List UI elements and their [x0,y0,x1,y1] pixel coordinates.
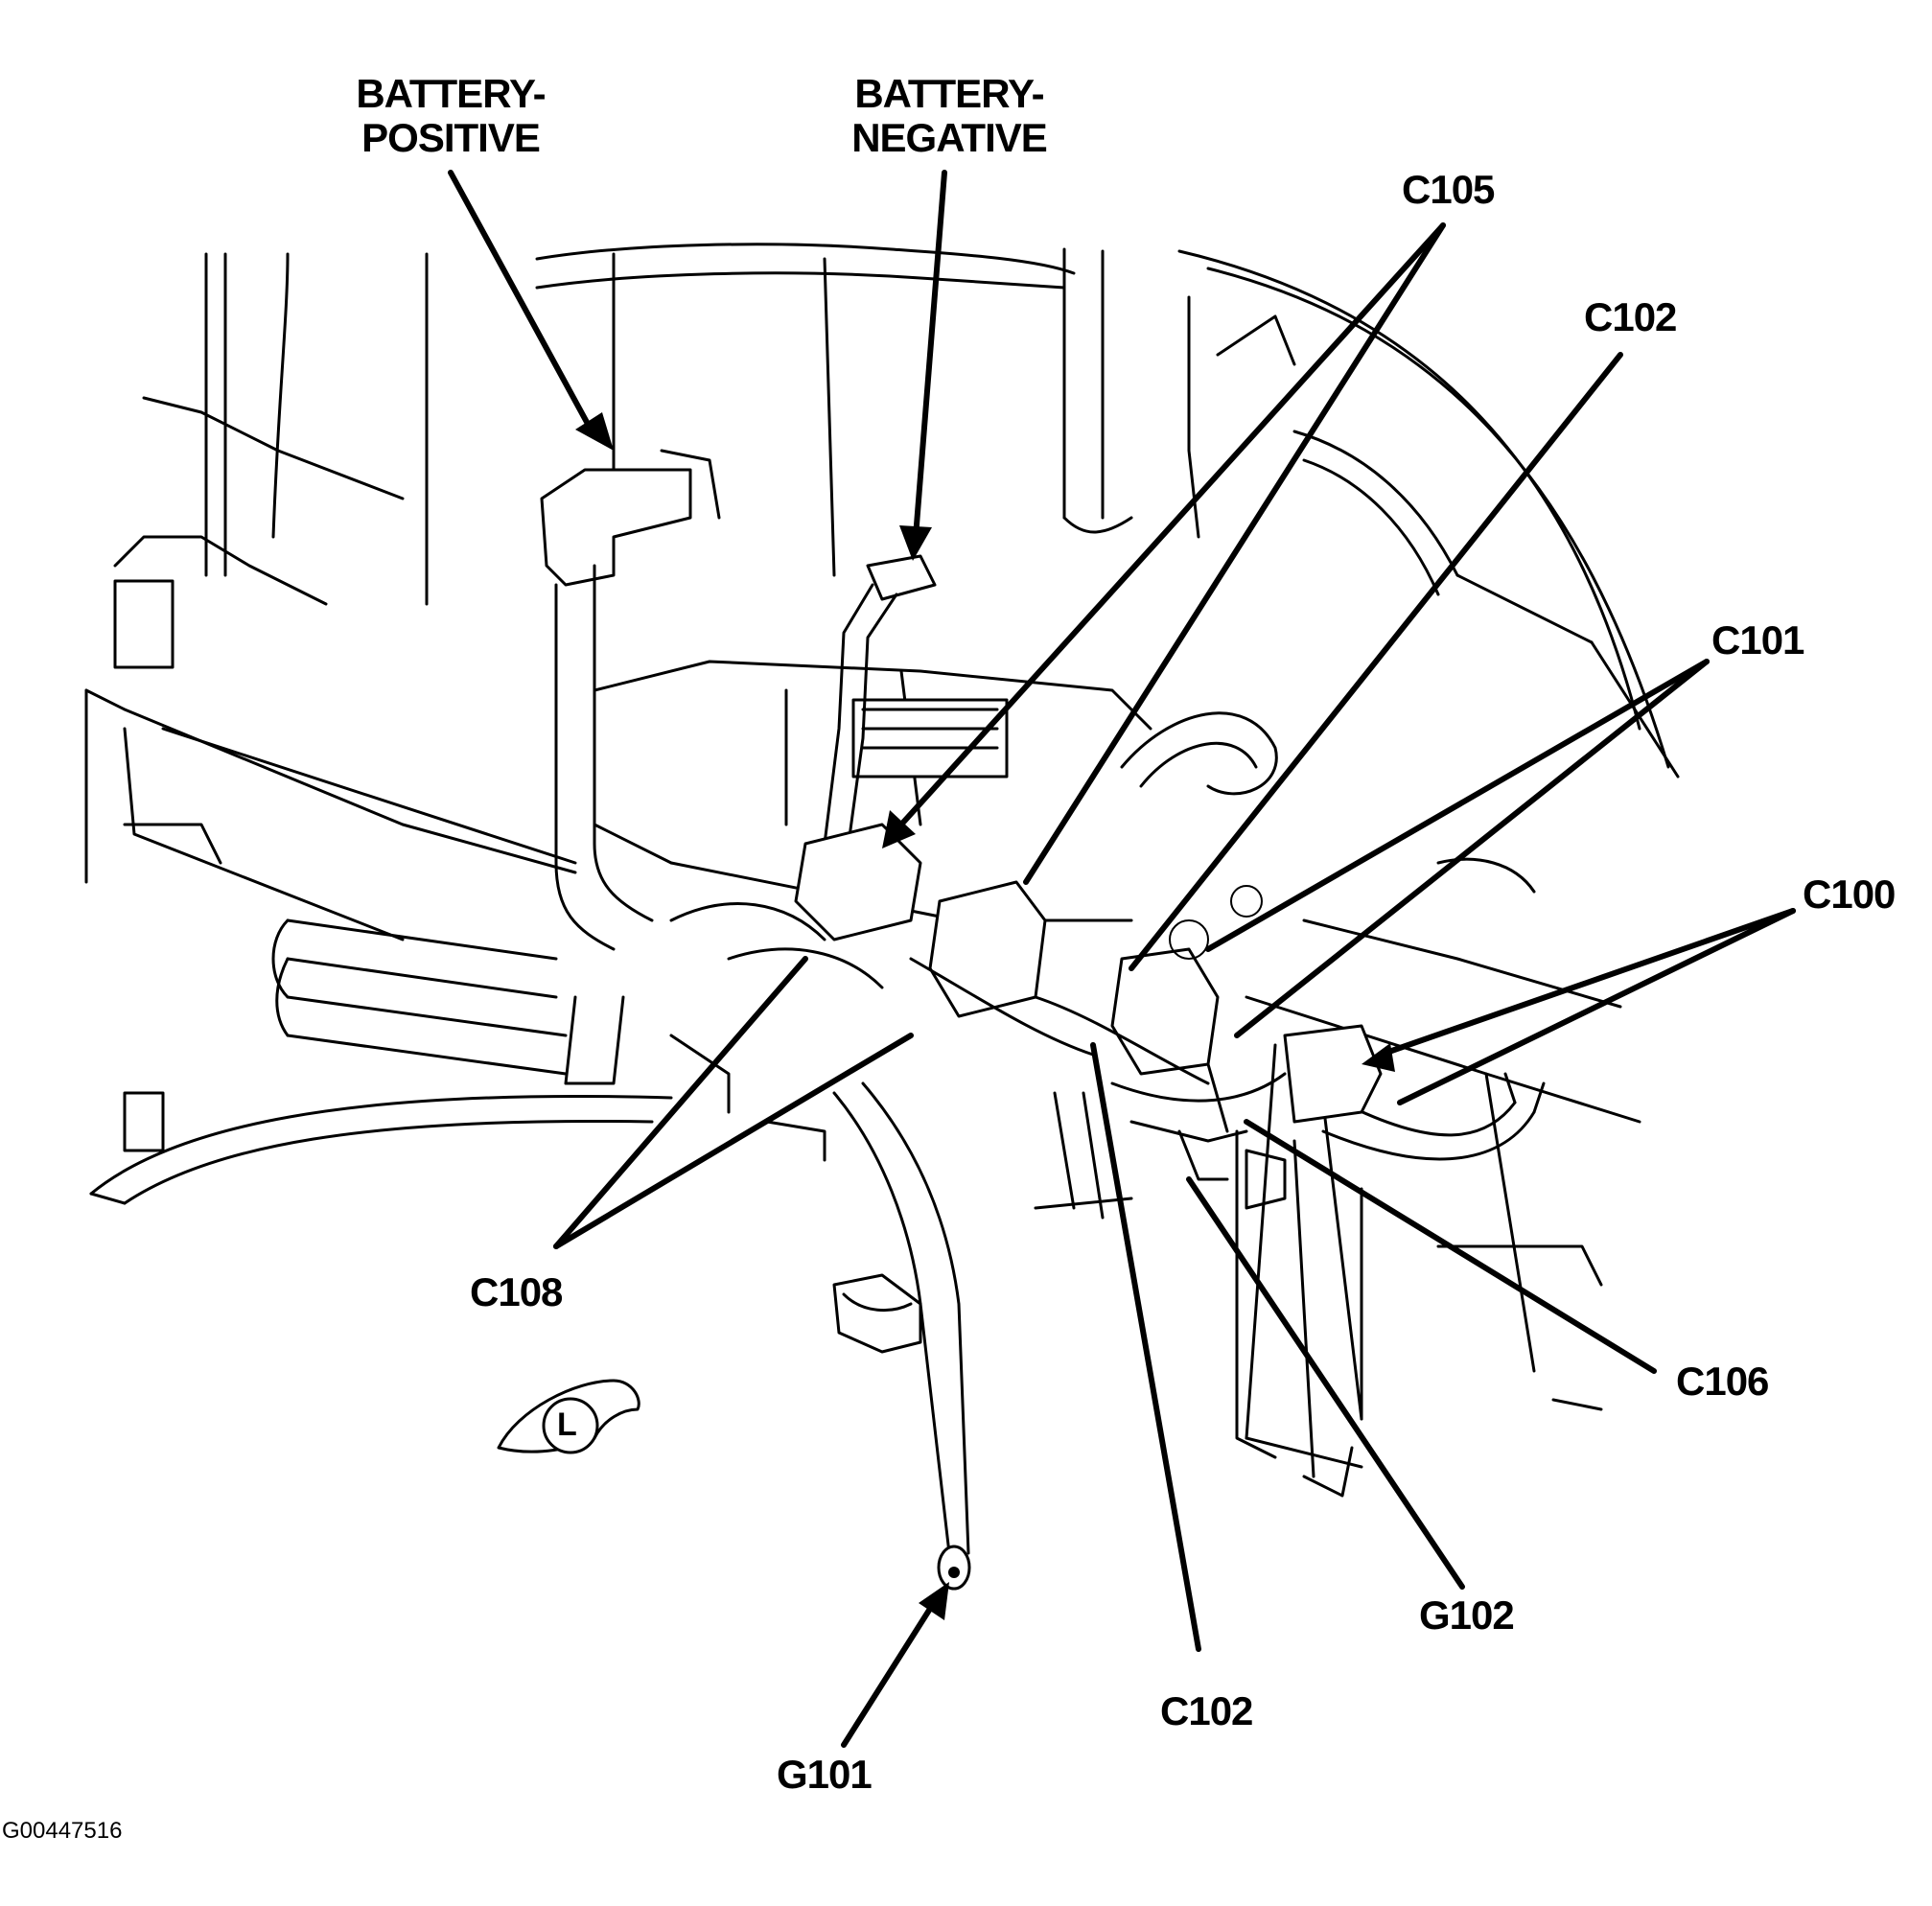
c100-label: C100 [1803,872,1896,917]
g101-label: G101 [777,1752,873,1797]
battery-positive-cable [540,449,721,1085]
orientation-marker [497,1379,640,1454]
c101-label: C101 [1711,617,1804,662]
c106-label: C106 [1676,1359,1769,1404]
figure-id: G00447516 [2,1818,123,1844]
g102-label: G102 [1419,1592,1515,1638]
c102-bottom-label: C102 [1160,1688,1253,1733]
body-structure-lines [84,243,1680,1498]
battery-negative-label: BATTERY- NEGATIVE [851,71,1048,160]
connector-cluster [669,823,1383,1220]
callout-leaders [448,170,1796,1748]
ground-cable-g101 [832,1081,971,1591]
battery-positive-label: BATTERY- POSITIVE [356,71,546,160]
c108-label: C108 [470,1269,563,1314]
c105-top-label: C105 [1402,167,1495,212]
orientation-marker-letter: L [557,1406,577,1443]
battery-negative-cable [823,554,937,846]
c102-top-label: C102 [1584,294,1677,339]
